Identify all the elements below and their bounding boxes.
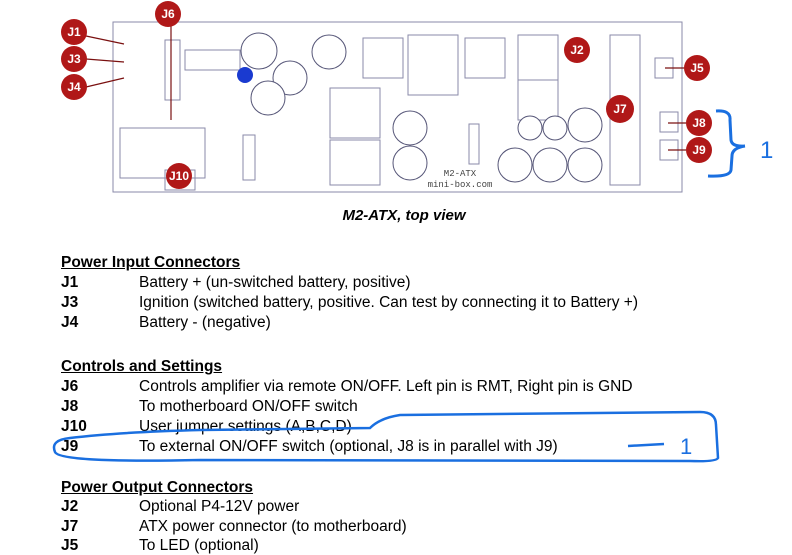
connector-id: J7 <box>61 518 79 535</box>
connector-desc: User jumper settings (A,B,C,D) <box>139 418 352 435</box>
marker-j9: J9 <box>686 137 712 163</box>
connector-id: J10 <box>61 418 87 435</box>
marker-j1: J1 <box>61 19 87 45</box>
pcb-top-view-diagram: M2-ATX mini-box.com J1 J3 J4 J6 J2 J5 J7… <box>61 1 773 193</box>
connector-desc: To motherboard ON/OFF switch <box>139 398 358 415</box>
connector-desc: Ignition (switched battery, positive. Ca… <box>139 294 638 311</box>
svg-text:J10: J10 <box>169 169 189 183</box>
marker-j7: J7 <box>606 95 634 123</box>
svg-text:J5: J5 <box>690 61 704 75</box>
annotation-number: 1 <box>760 137 773 164</box>
connector-id: J3 <box>61 294 79 311</box>
connector-desc: Battery + (un-switched battery, positive… <box>139 274 411 291</box>
connector-id: J8 <box>61 398 79 415</box>
section-heading-power-output: Power Output Connectors <box>61 479 254 496</box>
connector-desc: Controls amplifier via remote ON/OFF. Le… <box>139 378 633 395</box>
annotation-brace <box>707 109 746 178</box>
svg-text:J9: J9 <box>692 143 706 157</box>
connector-id: J9 <box>61 438 79 455</box>
section-heading-power-input: Power Input Connectors <box>61 254 241 271</box>
svg-text:J8: J8 <box>692 116 706 130</box>
connector-desc: To LED (optional) <box>139 537 259 554</box>
connector-desc: ATX power connector (to motherboard) <box>139 518 407 535</box>
connector-id: J5 <box>61 537 79 554</box>
marker-j6: J6 <box>155 1 181 27</box>
row-annotation-number: 1 <box>680 434 692 459</box>
figure-caption: M2-ATX, top view <box>342 207 466 224</box>
marker-j5: J5 <box>684 55 710 81</box>
svg-text:J3: J3 <box>67 52 81 66</box>
svg-text:J6: J6 <box>161 7 175 21</box>
marker-j10: J10 <box>166 163 192 189</box>
connector-id: J6 <box>61 378 79 395</box>
svg-text:J4: J4 <box>67 80 81 94</box>
marker-j2: J2 <box>564 37 590 63</box>
connector-id: J4 <box>61 314 79 331</box>
board-label-model: M2-ATX <box>444 169 477 179</box>
connector-id: J1 <box>61 274 79 291</box>
connector-desc: Optional P4-12V power <box>139 498 300 515</box>
connector-desc: Battery - (negative) <box>139 314 271 331</box>
board-label-site: mini-box.com <box>428 180 493 190</box>
connector-desc: To external ON/OFF switch (optional, J8 … <box>139 438 558 455</box>
marker-j8: J8 <box>686 110 712 136</box>
svg-text:J7: J7 <box>613 102 627 116</box>
svg-text:J2: J2 <box>570 43 584 57</box>
marker-j3: J3 <box>61 46 87 72</box>
connector-id: J2 <box>61 498 79 515</box>
svg-text:J1: J1 <box>67 25 81 39</box>
section-heading-controls: Controls and Settings <box>61 358 223 375</box>
marker-j4: J4 <box>61 74 87 100</box>
